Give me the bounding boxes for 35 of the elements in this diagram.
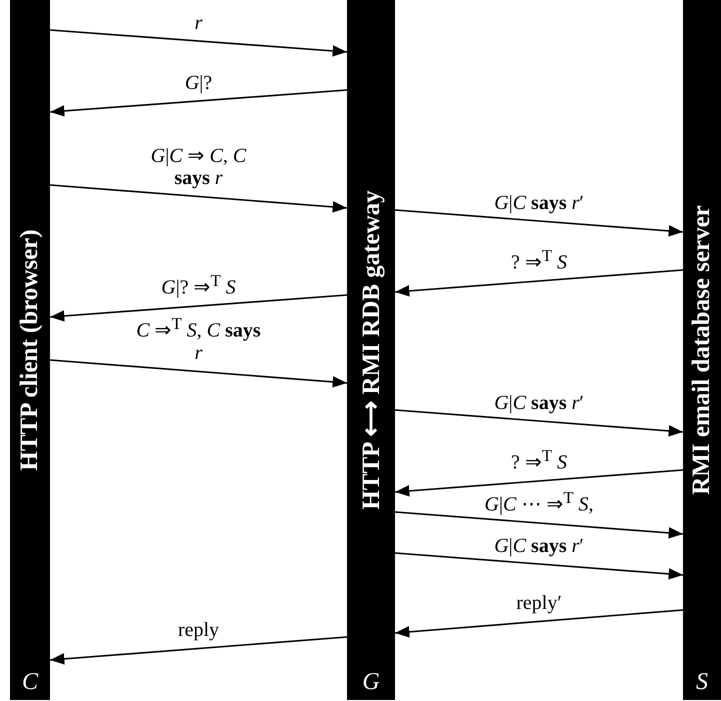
edge-label: G|C says r′ — [493, 392, 585, 414]
lifeline-bar — [10, 0, 50, 700]
edge-label: G|C ⇒ C, C says r — [150, 145, 248, 189]
arrow — [50, 636, 348, 665]
arrow — [50, 294, 348, 322]
lifeline-title: HTTP ⟷ RMI RDB gateway — [357, 190, 386, 510]
arrow — [394, 552, 684, 580]
arrow — [50, 29, 348, 57]
lifeline-label: C — [22, 669, 38, 696]
edge-label: r — [194, 12, 204, 34]
arrow — [50, 184, 348, 213]
edge-label: G|? ⇒$^{T}$ S — [160, 272, 237, 299]
edge-label: G|C says r′ — [493, 192, 585, 214]
edge-label: G|C says r′ — [493, 535, 585, 557]
edge-label: reply′ — [515, 592, 563, 614]
edge-label: reply — [176, 619, 220, 641]
lifeline-label: S — [696, 669, 708, 696]
edge-label: ? ⇒$^{T}$ S — [510, 247, 568, 274]
arrow — [394, 609, 684, 638]
edge-label: C ⇒$^{T}$ S, C says r — [135, 315, 262, 364]
lifeline-bar — [683, 0, 721, 700]
arrow — [50, 359, 348, 388]
arrow — [394, 209, 684, 237]
lifeline-title: RMI email database server — [688, 205, 716, 495]
edge-label: G|? — [184, 72, 214, 94]
arrow — [394, 511, 684, 539]
edge-label: ? ⇒$^{T}$ S — [510, 447, 568, 474]
arrow — [394, 269, 684, 297]
arrow — [394, 469, 684, 497]
lifeline-title: HTTP client (browser) — [16, 229, 44, 471]
edge-label: G|C ⋯ ⇒$^{T}$ S, — [484, 489, 594, 516]
arrow — [50, 89, 348, 117]
lifeline-label: G — [362, 669, 380, 696]
lifeline-bar — [347, 0, 395, 700]
arrow — [394, 409, 684, 437]
